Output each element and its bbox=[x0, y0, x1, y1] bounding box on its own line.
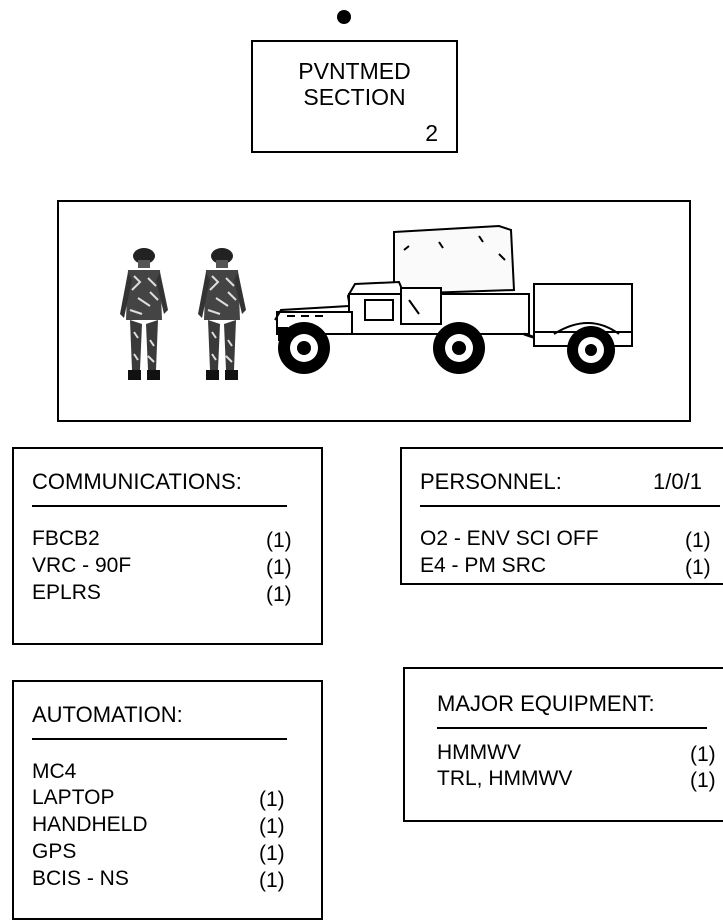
automation-panel: AUTOMATION: MC4 LAPTOP (1) HANDHELD (1) … bbox=[12, 680, 323, 920]
personnel-divider bbox=[420, 505, 720, 507]
comm-item-qty: (1) bbox=[266, 529, 292, 552]
personnel-item-qty: (1) bbox=[685, 529, 711, 552]
equipment-item-qty: (1) bbox=[690, 743, 716, 766]
automation-item-qty: (1) bbox=[259, 815, 285, 838]
major-equipment-panel: MAJOR EQUIPMENT: HMMWV (1) TRL, HMMWV (1… bbox=[403, 667, 723, 822]
equipment-item-qty: (1) bbox=[690, 769, 716, 792]
major-equipment-divider bbox=[437, 727, 707, 729]
unit-size-dot bbox=[337, 10, 351, 24]
major-equipment-title: MAJOR EQUIPMENT: bbox=[437, 691, 655, 716]
personnel-strength: 1/0/1 bbox=[653, 469, 702, 494]
comm-item-name: EPLRS bbox=[32, 581, 101, 604]
hmmwv-wheel bbox=[433, 322, 485, 374]
comm-item-name: FBCB2 bbox=[32, 527, 100, 550]
automation-item-name: MC4 bbox=[32, 760, 77, 783]
automation-item-qty: (1) bbox=[259, 842, 285, 865]
communications-panel: COMMUNICATIONS: FBCB2 (1) VRC - 90F (1) … bbox=[12, 447, 323, 645]
automation-item-name: BCIS - NS bbox=[32, 867, 129, 890]
unit-type: SECTION bbox=[303, 84, 406, 110]
personnel-item-name: E4 - PM SRC bbox=[420, 554, 547, 577]
unit-name: PVNTMED bbox=[298, 58, 411, 84]
automation-item-qty: (1) bbox=[259, 788, 285, 811]
unit-count: 2 bbox=[425, 120, 438, 146]
personnel-item-name: O2 - ENV SCI OFF bbox=[420, 527, 599, 550]
soldier-figure bbox=[198, 248, 246, 380]
personnel-title: PERSONNEL: bbox=[420, 469, 562, 494]
automation-item-name: LAPTOP bbox=[32, 786, 115, 809]
communications-divider bbox=[32, 505, 287, 507]
personnel-item-qty: (1) bbox=[685, 556, 711, 579]
comm-item-name: VRC - 90F bbox=[32, 554, 132, 577]
personnel-panel: PERSONNEL: 1/0/1 O2 - ENV SCI OFF (1) E4… bbox=[400, 447, 723, 585]
soldier-figure bbox=[120, 248, 168, 380]
automation-divider bbox=[32, 738, 287, 740]
hmmwv-wheel bbox=[278, 322, 330, 374]
unit-symbol-box: PVNTMED SECTION 2 bbox=[251, 40, 458, 153]
illustration-svg bbox=[120, 224, 633, 380]
communications-title: COMMUNICATIONS: bbox=[32, 469, 242, 494]
automation-item-name: HANDHELD bbox=[32, 813, 148, 836]
comm-item-qty: (1) bbox=[266, 583, 292, 606]
hmmwv-vehicle bbox=[274, 224, 530, 341]
automation-item-qty: (1) bbox=[259, 869, 285, 892]
comm-item-qty: (1) bbox=[266, 556, 292, 579]
equipment-item-name: TRL, HMMWV bbox=[437, 767, 573, 790]
equipment-item-name: HMMWV bbox=[437, 741, 521, 764]
illustration-panel bbox=[57, 200, 691, 422]
trailer-wheel bbox=[567, 326, 615, 374]
automation-item-name: GPS bbox=[32, 840, 77, 863]
automation-title: AUTOMATION: bbox=[32, 702, 183, 727]
